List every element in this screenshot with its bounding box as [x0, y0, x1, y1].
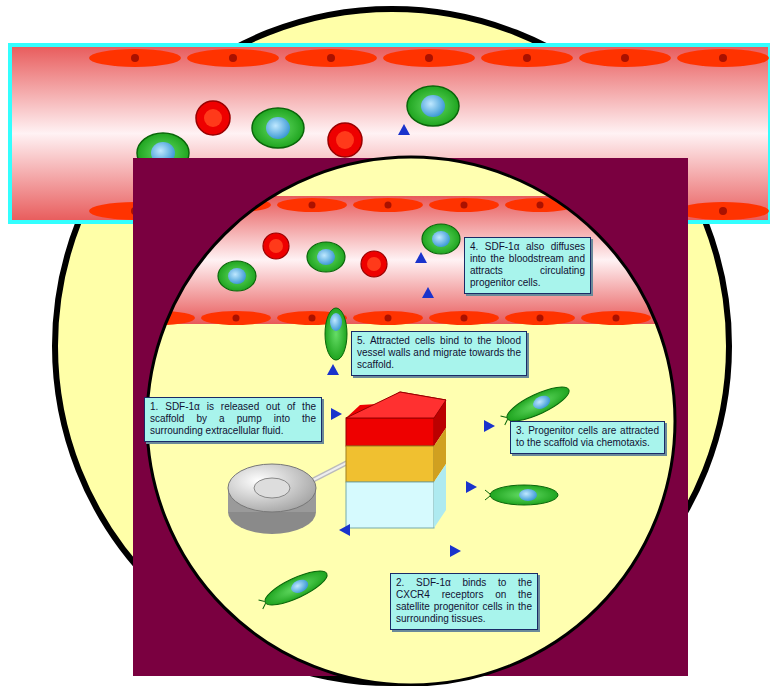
callout-text: 1. SDF-1α is released out of the scaffol… — [150, 401, 316, 437]
callout-box: 1. SDF-1α is released out of the scaffol… — [144, 397, 322, 442]
callout-text: 4. SDF-1α also diffuses into the bloodst… — [470, 241, 585, 289]
callout-box: 3. Progenitor cells are attracted to the… — [510, 421, 665, 454]
callout-text: 2. SDF-1α binds to the CXCR4 receptors o… — [396, 577, 532, 625]
callout-box: 2. SDF-1α binds to the CXCR4 receptors o… — [390, 573, 538, 630]
callout-box: 4. SDF-1α also diffuses into the bloodst… — [464, 237, 591, 294]
callout-text: 3. Progenitor cells are attracted to the… — [516, 425, 659, 449]
callout-box: 5. Attracted cells bind to the blood ves… — [351, 331, 527, 376]
callout-text: 5. Attracted cells bind to the blood ves… — [357, 335, 521, 371]
